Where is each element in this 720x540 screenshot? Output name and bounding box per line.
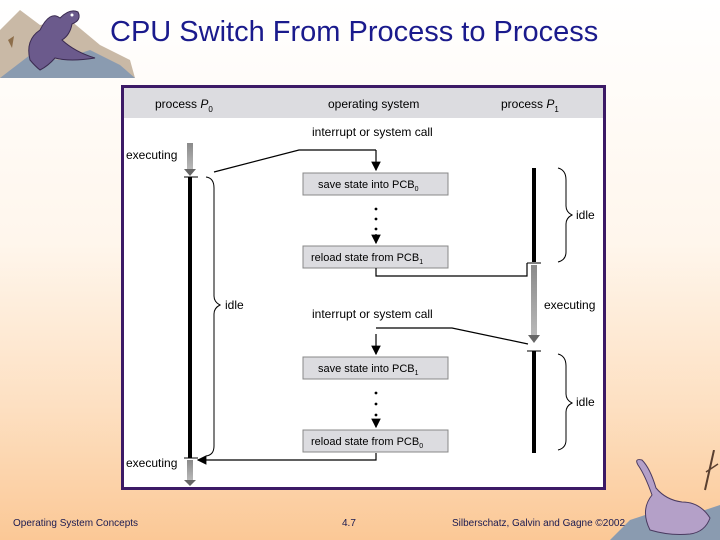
reload-state-pcb0-label: reload state from PCB0 [311,436,423,450]
save-state-pcb1-label: save state into PCB1 [318,363,419,377]
header-operating-system: operating system [328,97,419,111]
p1-executing-bar [531,265,537,335]
header-band [124,88,603,118]
p0-executing-top-label: executing [126,148,177,162]
p0-to-os-arrow [213,149,376,173]
header-process-p1: process P1 [501,97,559,114]
footer-page-number: 4.7 [342,518,356,529]
p0-executing-bottom-bar [187,460,193,480]
p0-executing-top-bar [187,143,193,169]
footer-copyright: Silberschatz, Galvin and Gagne ©2002 [452,518,626,529]
reload-state-pcb1-label: reload state from PCB1 [311,252,423,266]
os-to-p1-arrow [375,263,528,277]
interrupt-label-1: interrupt or system call [312,125,433,139]
p1-idle-top-brace [557,167,574,263]
save-state-pcb1-box [302,356,449,380]
p1-executing-label: executing [544,298,595,312]
diagram-frame: process P0 operating system process P1 i… [121,85,606,490]
save-state-pcb0-label: save state into PCB0 [318,179,419,193]
p1-idle-top-label: idle [576,208,595,222]
p1-to-os-arrow [376,327,529,345]
footer-course: Operating System Concepts [13,518,139,529]
p0-idle-label: idle [225,298,244,312]
reload-state-pcb0-box [302,429,449,453]
slide-title: CPU Switch From Process to Process [110,16,599,48]
p0-idle-brace [205,176,222,457]
cpu-switch-diagram: process P0 operating system process P1 i… [124,88,603,486]
p1-idle-bottom-brace [557,353,574,451]
dinosaur-logo-bottom [610,450,720,540]
p0-executing-bottom-label: executing [126,456,177,470]
os-to-p0-arrow [196,453,377,465]
dinosaur-logo [0,10,135,78]
save-state-pcb0-box [302,172,449,196]
header-process-p0: process P0 [155,97,213,114]
p1-idle-bottom-label: idle [576,395,595,409]
interrupt-label-2: interrupt or system call [312,307,433,321]
